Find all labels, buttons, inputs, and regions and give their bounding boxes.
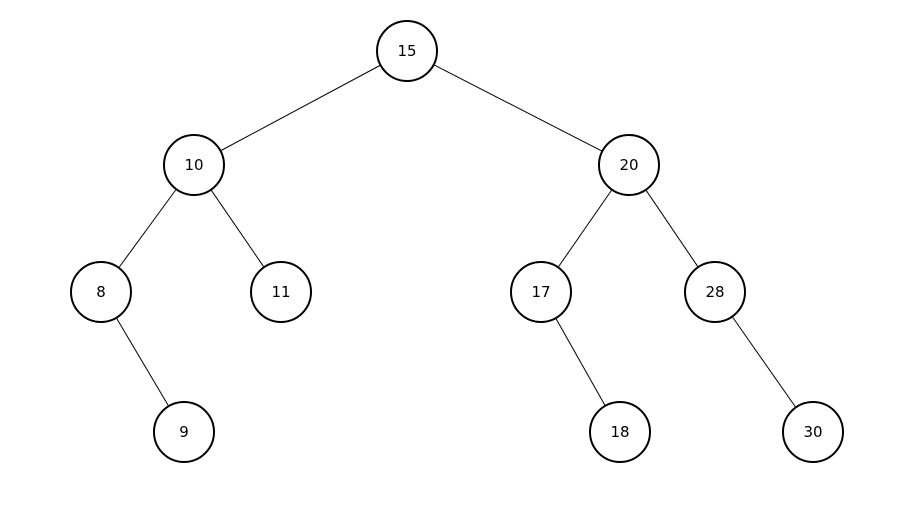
tree-node: 9 xyxy=(153,401,215,463)
tree-edge xyxy=(118,189,177,268)
tree-node: 17 xyxy=(510,261,572,323)
tree-node: 28 xyxy=(684,261,746,323)
tree-edge xyxy=(116,318,169,406)
tree-edge xyxy=(732,317,796,407)
tree-node: 10 xyxy=(163,134,225,196)
tree-node: 30 xyxy=(782,401,844,463)
tree-node: 8 xyxy=(70,261,132,323)
tree-edge xyxy=(434,64,602,152)
tree-edge xyxy=(645,190,699,267)
tree-node: 11 xyxy=(250,261,312,323)
tree-edge xyxy=(221,65,380,151)
tree-edge xyxy=(211,190,264,267)
tree-edge xyxy=(558,190,612,267)
tree-edge xyxy=(555,318,606,406)
tree-node: 18 xyxy=(589,401,651,463)
tree-node-root: 15 xyxy=(376,20,438,82)
tree-node: 20 xyxy=(598,134,660,196)
